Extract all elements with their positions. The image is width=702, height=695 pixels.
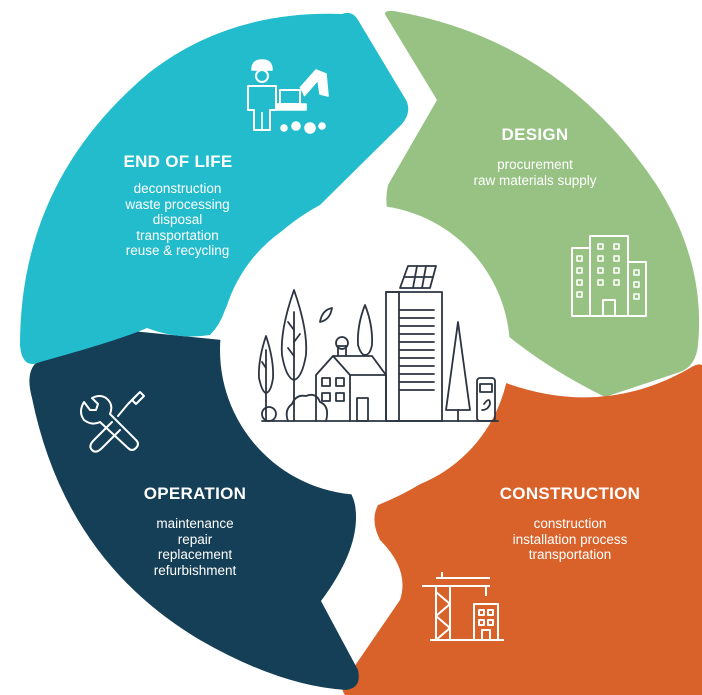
wrench-screwdriver-icon [80,391,145,453]
list-item: transportation [136,227,219,243]
segment-title-operation: OPERATION [143,484,247,503]
list-item: construction [533,516,607,531]
sustainable-city-icon [257,265,499,422]
construction-crane-icon [422,572,504,641]
segment-items-construction: construction installation process transp… [490,516,650,563]
segment-title-construction: CONSTRUCTION [499,484,641,503]
list-item: waste processing [125,196,230,212]
segment-end-of-life [20,12,409,364]
office-building-icon [571,235,647,317]
list-item: replacement [157,547,233,562]
list-item: disposal [152,212,203,227]
segment-construction [342,364,702,695]
list-item: maintenance [156,516,234,531]
segment-design [385,10,700,397]
list-item: installation process [512,531,628,547]
segment-operation [29,319,359,690]
list-item: procurement [497,157,573,172]
list-item: repair [177,531,213,547]
worker-excavator-icon [247,59,329,134]
list-item: reuse & recycling [125,243,230,258]
segment-items-end-of-life: deconstruction waste processing disposal… [105,181,250,259]
segment-title-design: DESIGN [501,125,569,144]
list-item: transportation [528,547,612,562]
segment-title-end-of-life: END OF LIFE [123,152,233,171]
center-disc [220,205,510,495]
list-item: deconstruction [133,181,222,196]
list-item: raw materials supply [473,172,597,188]
list-item: refurbishment [153,562,237,578]
segment-items-operation: maintenance repair replacement refurbish… [125,516,265,578]
segment-items-design: procurement raw materials supply [455,157,615,188]
